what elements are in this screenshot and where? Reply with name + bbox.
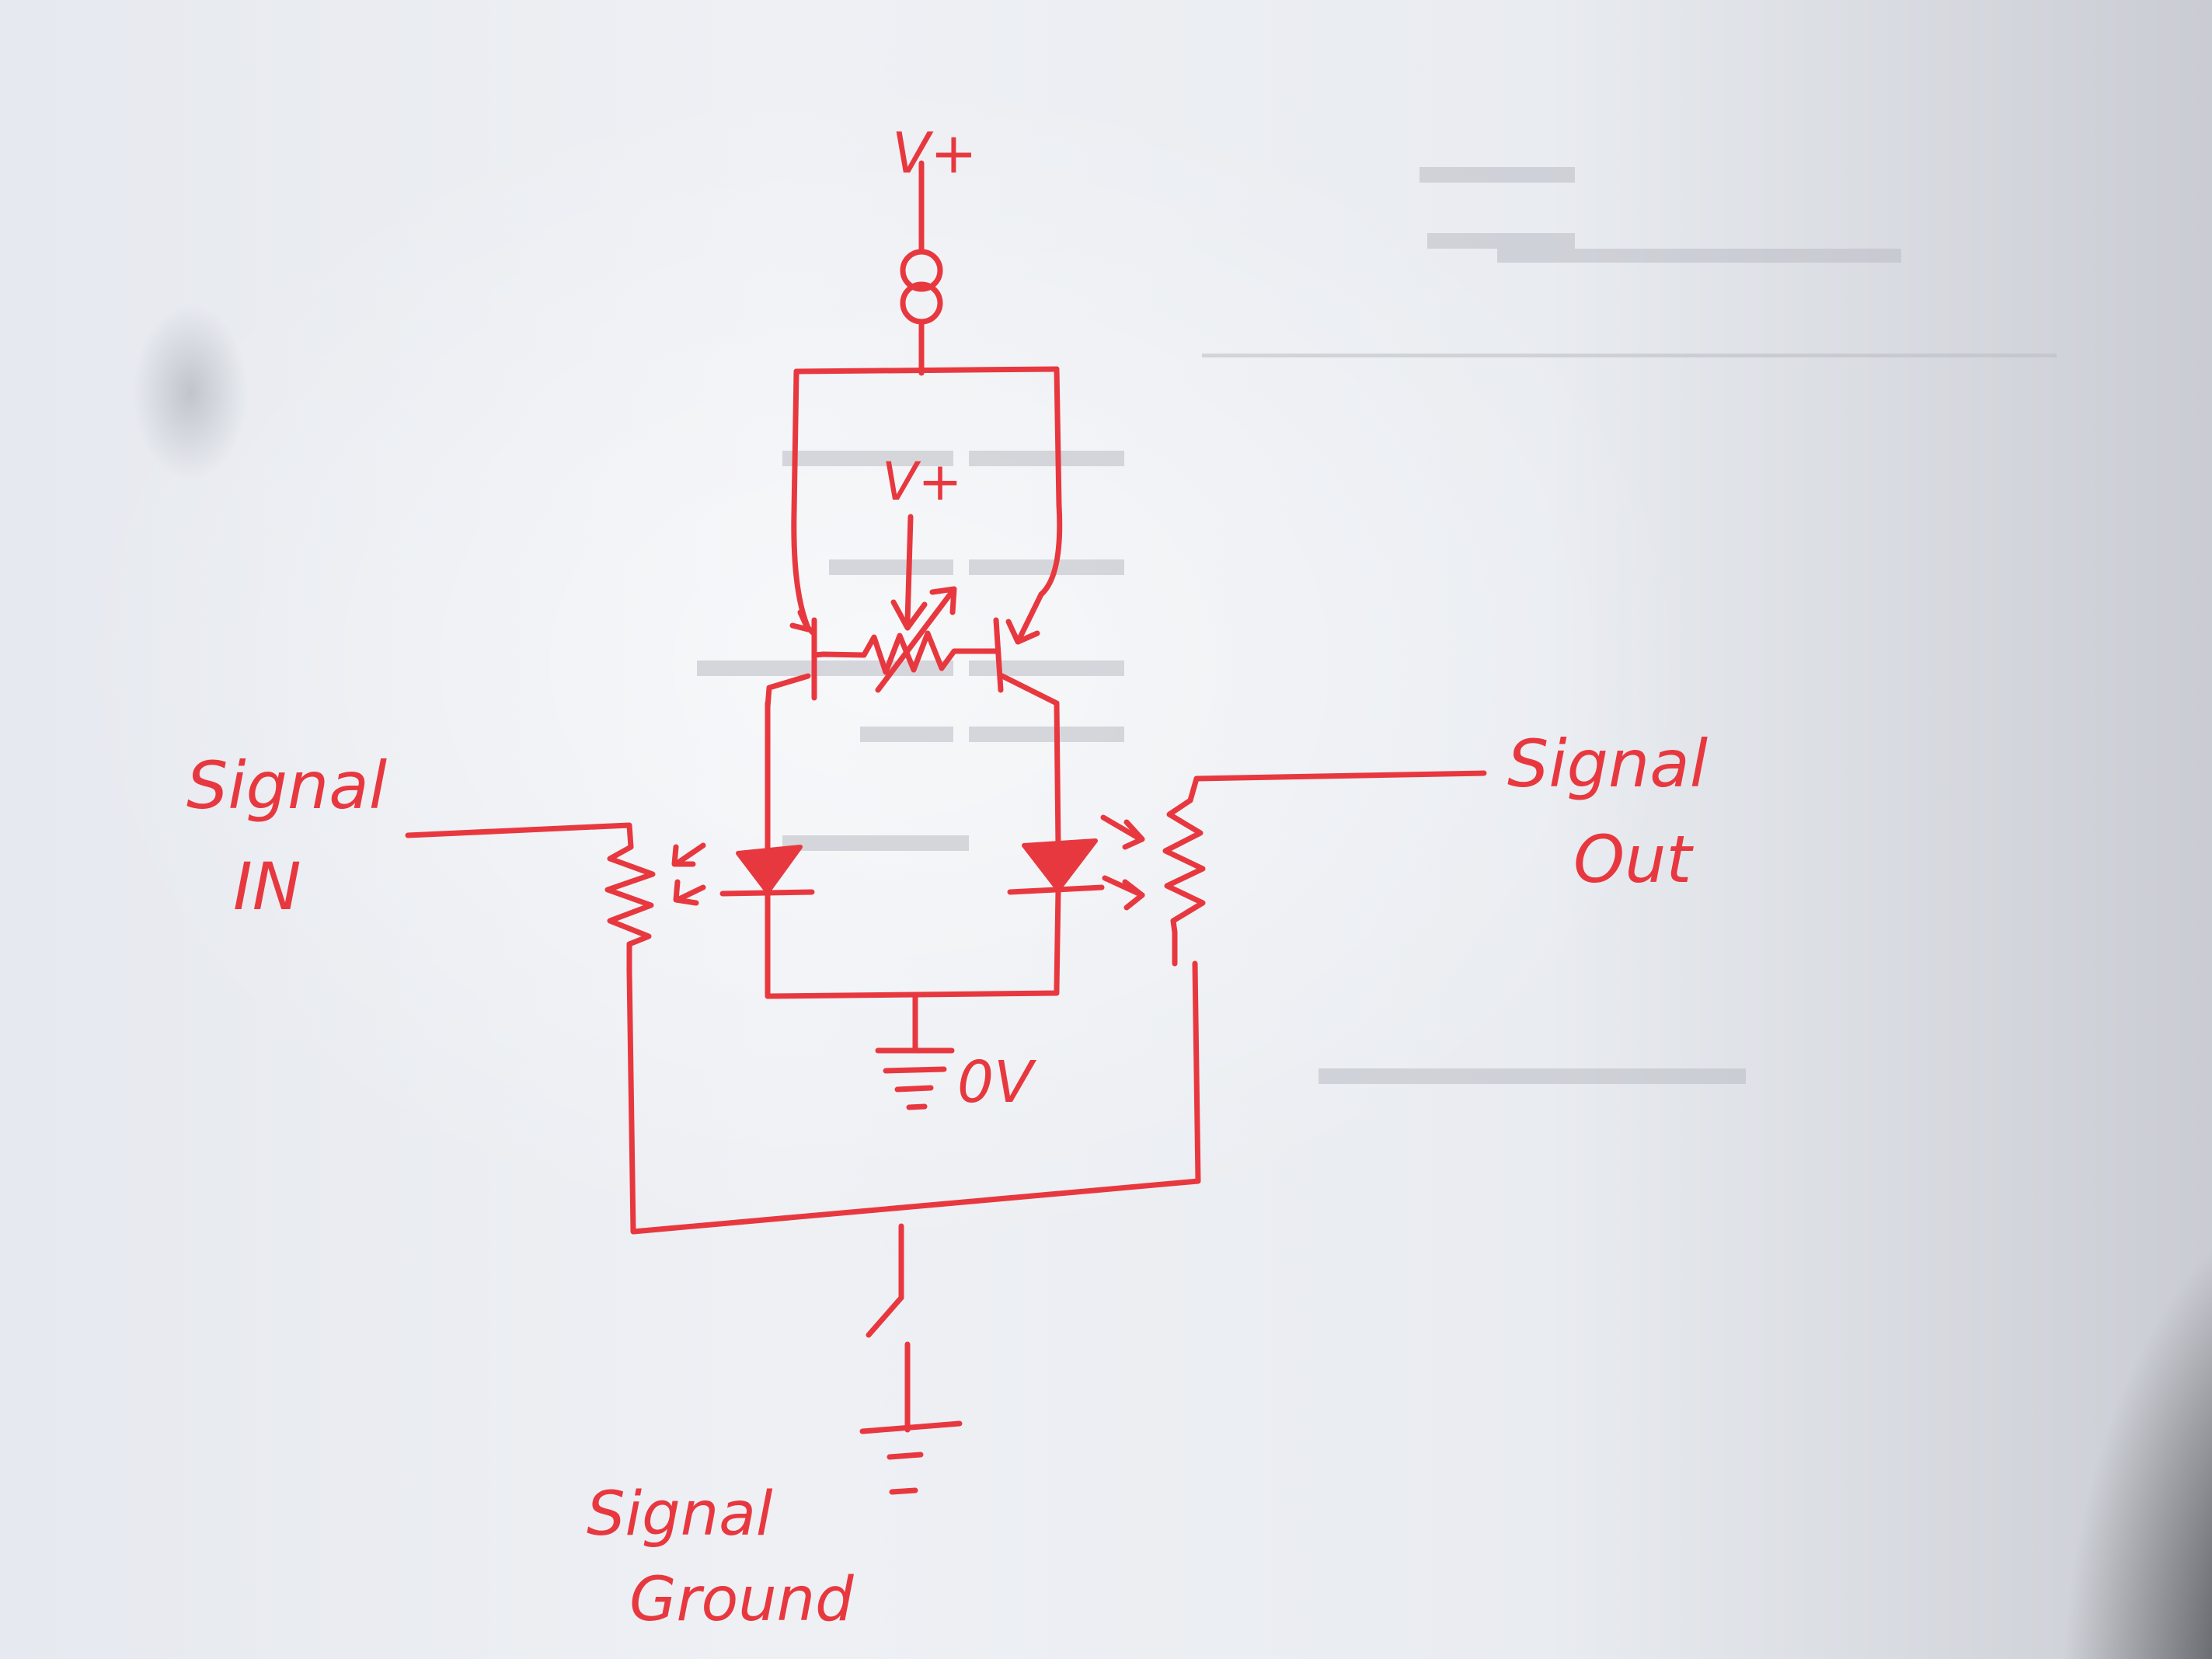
left-light-arrows-icon	[671, 842, 706, 906]
edge-shadow	[2059, 1166, 2212, 1659]
led-return-wires	[765, 984, 1060, 1052]
ground-0v-icon	[875, 1047, 955, 1110]
led-feed-wires	[765, 700, 1061, 856]
current-source-icon	[900, 249, 943, 325]
label-signal-ground-line2: Ground	[629, 1565, 854, 1635]
left-transistor-icon	[765, 609, 827, 710]
label-signal-out-line1: Signal	[1507, 726, 1708, 802]
right-led-icon	[1007, 838, 1105, 992]
right-light-arrows-icon	[1100, 814, 1145, 911]
label-signal-ground-line1: Signal	[587, 1480, 773, 1549]
paper-smudge	[132, 303, 249, 482]
signal-out-wire	[1187, 770, 1487, 803]
left-ldr-icon	[604, 844, 656, 974]
label-signal-in-line2: IN	[233, 849, 301, 925]
signal-ground-icon	[859, 1420, 963, 1495]
wiper-arrow-icon	[890, 514, 928, 631]
right-ldr-icon	[1162, 797, 1206, 967]
label-signal-out-line2: Out	[1573, 821, 1694, 897]
signal-ground-switch-icon	[866, 1223, 911, 1433]
label-signal-in-line1: Signal	[186, 748, 387, 824]
potentiometer-icon	[820, 586, 994, 693]
label-ground-0v: 0V	[957, 1049, 1036, 1116]
signal-in-wire	[405, 822, 634, 850]
label-supply-top: V+	[892, 120, 977, 186]
right-transistor-icon	[988, 591, 1060, 706]
left-led-icon	[719, 845, 815, 996]
label-supply-pot: V+	[882, 451, 963, 513]
signal-ground-loop	[626, 960, 1201, 1235]
